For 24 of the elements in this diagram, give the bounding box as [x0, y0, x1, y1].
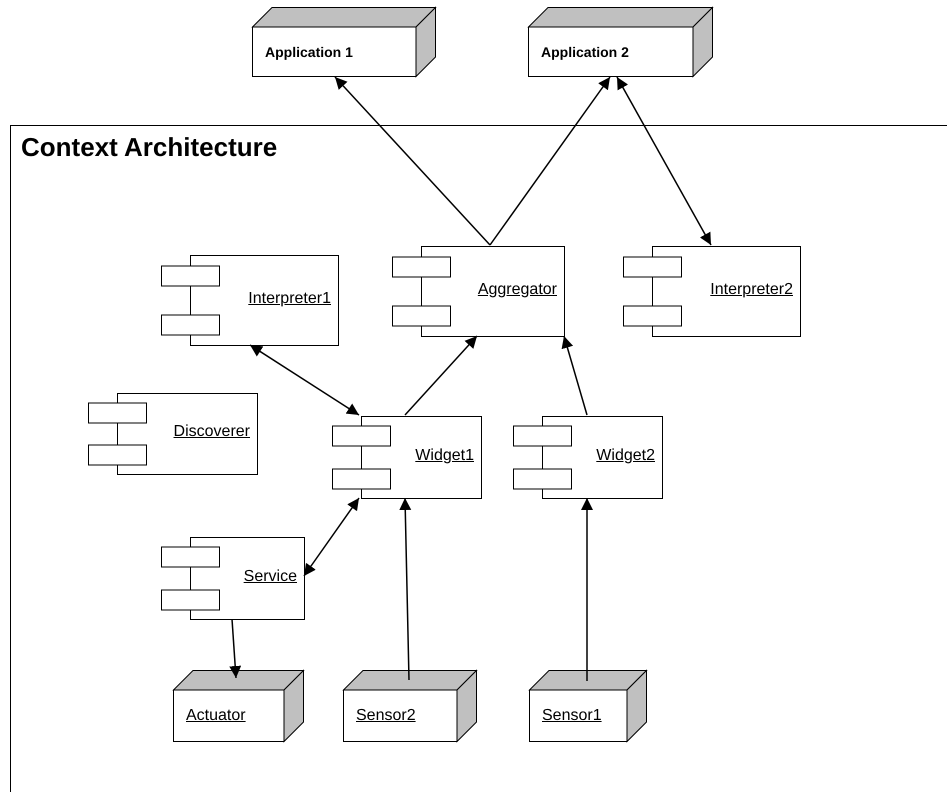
- arrow: [562, 336, 588, 416]
- frame-title: Context Architecture: [21, 132, 278, 163]
- arrow: [489, 76, 611, 246]
- arrow: [399, 498, 412, 680]
- arrow: [229, 618, 242, 678]
- node-label: Interpreter1: [248, 290, 331, 308]
- arrow: [250, 344, 360, 416]
- node-label: Service: [244, 568, 297, 586]
- node-label: Actuator: [186, 707, 246, 725]
- arrow: [404, 336, 478, 416]
- node-label: Sensor1: [542, 707, 602, 725]
- node-label: Sensor2: [356, 707, 416, 725]
- node-label: Aggregator: [478, 280, 557, 298]
- node-label: Discoverer: [174, 423, 250, 441]
- container-frame: [10, 125, 947, 792]
- node-label: Widget2: [596, 446, 655, 464]
- node-label: Application 1: [265, 44, 353, 60]
- arrow: [616, 76, 712, 246]
- node-label: Application 2: [541, 44, 629, 60]
- arrow: [334, 76, 491, 246]
- node-label: Widget1: [415, 446, 474, 464]
- arrow: [581, 498, 593, 681]
- node-label: Interpreter2: [710, 280, 793, 298]
- arrow: [303, 498, 360, 576]
